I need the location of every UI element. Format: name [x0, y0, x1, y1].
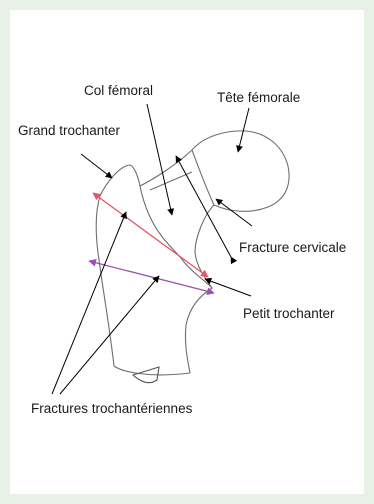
- label-tete-femorale: Tête fémorale: [217, 90, 300, 105]
- shaft-cut-outline: [114, 366, 190, 375]
- arrow-fractures-troch-2: [60, 276, 159, 394]
- arrow-tete-femorale: [238, 108, 249, 152]
- arrow-fracture-cervicale: [216, 199, 252, 226]
- femur-shaft-outline: [96, 150, 214, 373]
- label-fracture-cervicale: Fracture cervicale: [239, 240, 346, 255]
- label-col-femoral: Col fémoral: [84, 83, 153, 98]
- arrow-col-femoral: [147, 104, 172, 215]
- label-grand-trochanter: Grand trochanter: [18, 123, 121, 138]
- arrow-grand-trochanter: [81, 154, 112, 178]
- cervical-fracture-line: [176, 156, 231, 257]
- label-petit-trochanter: Petit trochanter: [243, 306, 335, 321]
- femoral-head-inner-outline: [192, 150, 214, 205]
- trochanteric-fracture-line-lower: [89, 261, 214, 293]
- label-fractures-trochanteriennes: Fractures trochantériennes: [31, 401, 193, 416]
- trochanteric-fracture-line-upper: [93, 193, 208, 277]
